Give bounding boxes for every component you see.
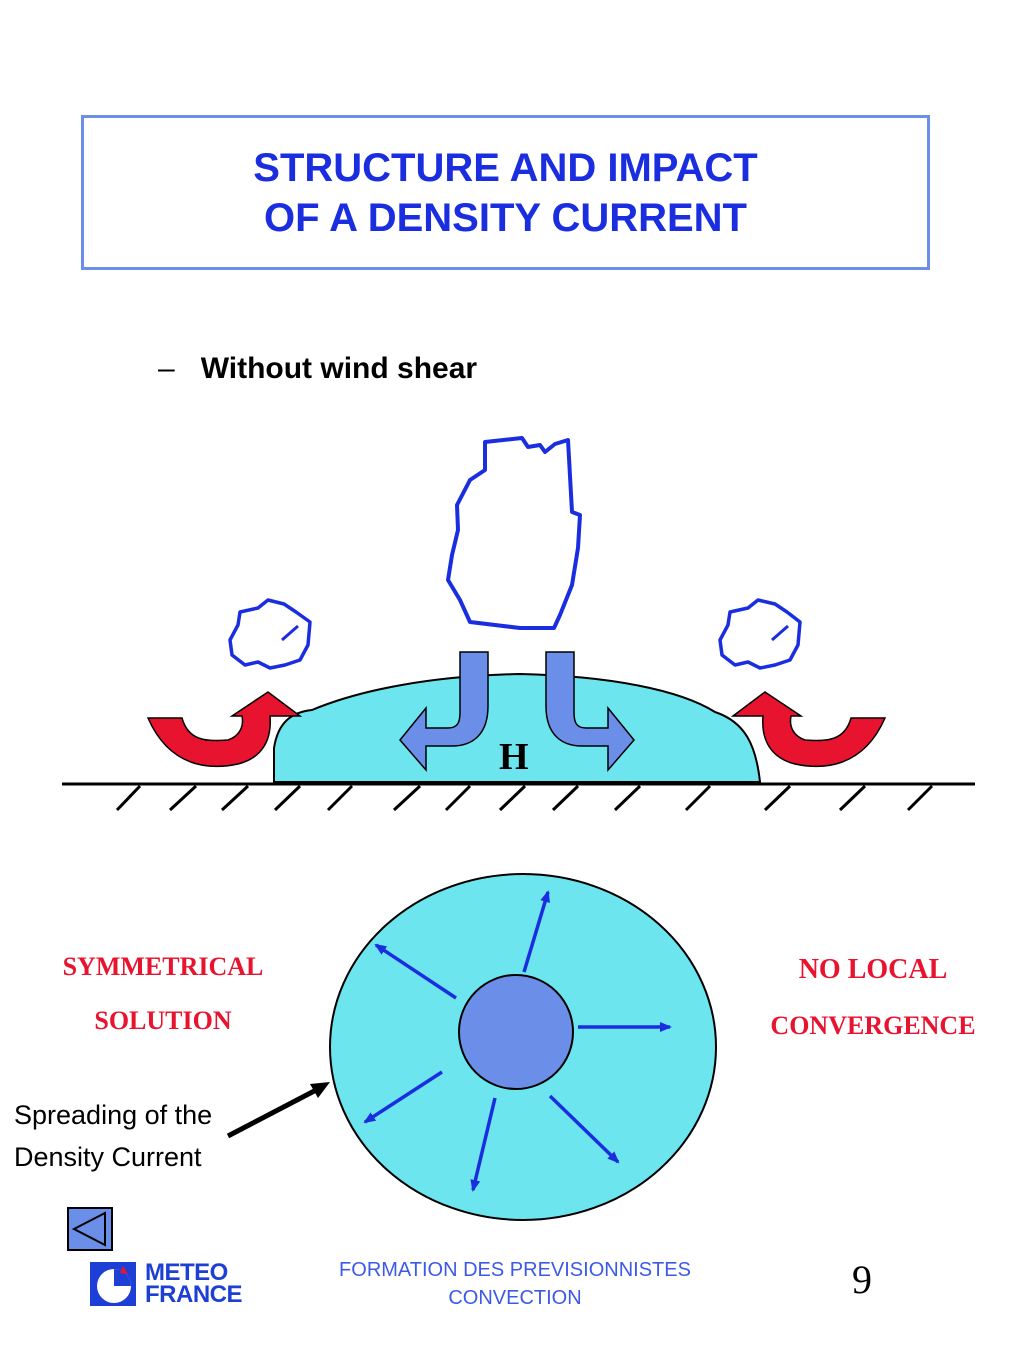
spreading-label-line-1: Spreading of the [14, 1100, 213, 1130]
outflow-vector-nw [374, 943, 457, 1000]
downdraft-core [458, 974, 574, 1090]
no-convergence-label-line-1: NO LOCAL [798, 954, 948, 985]
no-convergence-label-line-2: CONVERGENCE [770, 1011, 976, 1040]
back-triangle-icon [71, 1211, 106, 1247]
small-cloud-left [228, 598, 312, 670]
footer-caption: FORMATION DES PREVISIONNISTES CONVECTION [300, 1256, 730, 1312]
spreading-label-line-2: Density Current [14, 1142, 202, 1172]
symmetrical-label-line-2: SOLUTION [94, 1006, 232, 1035]
logo-line-1: METEO [145, 1259, 228, 1286]
blue-arrow-left [399, 651, 489, 773]
footer-line-1: FORMATION DES PREVISIONNISTES [339, 1259, 691, 1281]
spreading-label: Spreading of the Density Current [14, 1094, 212, 1178]
logo-line-2: FRANCE [145, 1281, 243, 1308]
no-convergence-label: NO LOCAL CONVERGENCE [748, 954, 998, 1042]
subheading-dash: – [158, 352, 175, 385]
red-arrow-left [146, 691, 303, 768]
small-cloud-left-stroke [281, 624, 299, 642]
back-button[interactable] [67, 1207, 113, 1251]
density-dome [273, 672, 762, 783]
title-box: STRUCTURE AND IMPACT OF A DENSITY CURREN… [81, 115, 930, 270]
title-line-2: OF A DENSITY CURRENT [264, 195, 747, 240]
small-cloud-right-stroke [771, 624, 789, 642]
red-arrow-right [730, 691, 887, 768]
meteo-france-logo-text: METEO FRANCE [145, 1259, 243, 1308]
footer-line-2: CONVECTION [448, 1287, 582, 1309]
page-number: 9 [852, 1257, 872, 1302]
meteo-france-logo-mark-icon [90, 1262, 136, 1306]
outflow-vectors [363, 890, 672, 1192]
high-pressure-label: H [499, 736, 529, 778]
subheading: –Without wind shear [158, 352, 477, 386]
symmetrical-label-line-1: SYMMETRICAL [62, 952, 264, 981]
outflow-vector-se [548, 1094, 620, 1164]
title-line-1: STRUCTURE AND IMPACT [253, 145, 758, 190]
ground-hatching [115, 784, 934, 812]
subheading-text: Without wind shear [200, 352, 478, 385]
small-cloud-right [718, 598, 802, 670]
outflow-vector-s [470, 1097, 497, 1192]
spreading-pointer-head [310, 1082, 330, 1098]
blue-arrow-right [545, 651, 635, 773]
outflow-vector-n [522, 890, 550, 973]
meteo-france-logo: METEO FRANCE [90, 1261, 243, 1311]
symmetrical-label: SYMMETRICAL SOLUTION [38, 952, 288, 1036]
outflow-vector-sw [363, 1070, 443, 1124]
spreading-pointer-line [226, 1085, 322, 1139]
large-cloud [446, 436, 582, 630]
